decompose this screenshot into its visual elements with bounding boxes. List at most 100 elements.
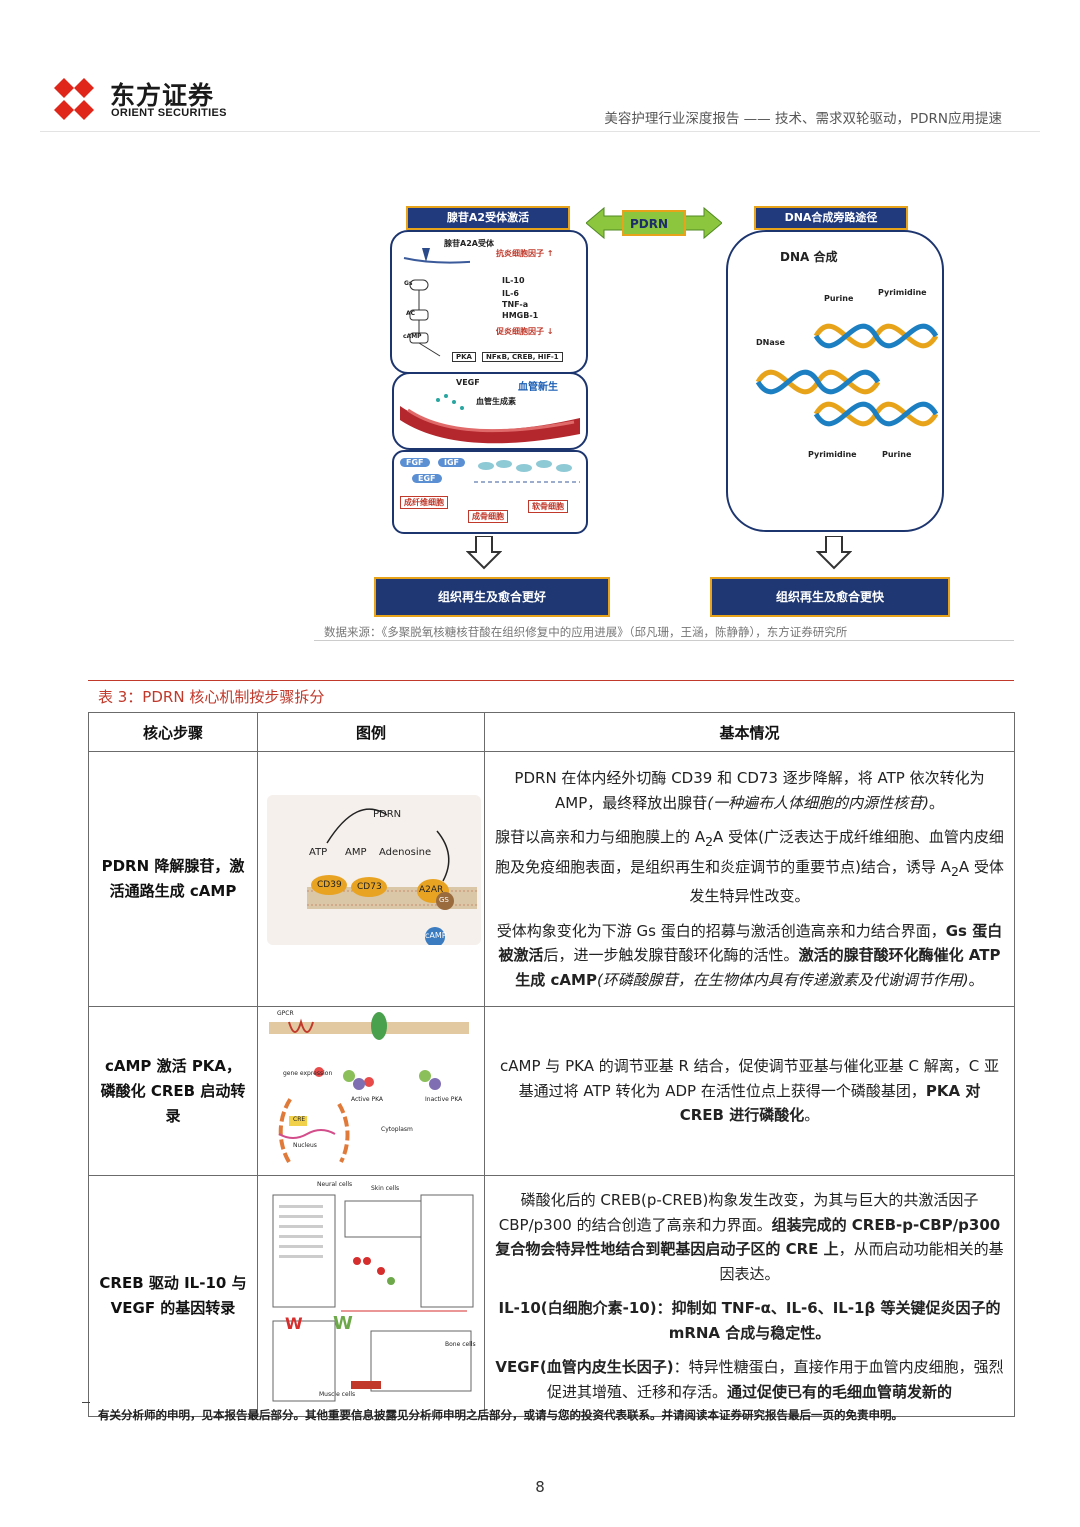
cells-panel: FGF IGF EGF 成纤维细胞 成骨细胞 软骨细胞 xyxy=(392,450,588,534)
dna-label-pyrimidine-top: Pyrimidine xyxy=(878,288,927,297)
illus-active-pka-label: Active PKA xyxy=(351,1096,383,1103)
illus-atp-label: ATP xyxy=(309,847,327,858)
mechanism-table: 核心步骤 图例 基本情况 PDRN 降解腺苷，激活通路生成 cAMP xyxy=(88,712,1015,1417)
row1-paragraph-2: 腺苷以高亲和力与细胞膜上的 A2A 受体(广泛表达于成纤维细胞、血管内皮细胞及免… xyxy=(495,825,1004,909)
vessel-formation-label: 血管生成素 xyxy=(476,396,516,407)
cytokine-tnf: TNF-a xyxy=(502,300,528,309)
header-divider xyxy=(40,131,1040,132)
illus-inactive-pka-label: Inactive PKA xyxy=(425,1096,462,1103)
orient-logo-icon xyxy=(50,76,98,122)
figure-right-title: DNA合成旁路途径 xyxy=(754,206,908,230)
table-caption: 表 3：PDRN 核心机制按步骤拆分 xyxy=(98,686,324,707)
creb-transcription-illustration: W W Neural cells Skin cells Bone cells M… xyxy=(259,1177,483,1415)
pka-creb-illustration: GPCR gene expression Active PKA Inactive… xyxy=(259,1008,483,1174)
header-step: 核心步骤 xyxy=(89,713,258,752)
gs-label: Gs xyxy=(404,280,413,287)
fgf-label: FGF xyxy=(400,458,430,467)
source-divider xyxy=(314,640,1014,641)
illus-cre-label: CRE xyxy=(293,1116,305,1123)
row1-paragraph-1: PDRN 在体内经外切酶 CD39 和 CD73 逐步降解，将 ATP 依次转化… xyxy=(495,766,1004,815)
pdrn-degradation-illustration: PDRN ATP AMP Adenosine CD39 CD73 A2AR GS… xyxy=(259,753,483,1005)
fibroblast-label: 成纤维细胞 xyxy=(400,496,448,509)
dna-helix-icon xyxy=(756,302,938,444)
description-cell: 磷酸化后的 CREB(p-CREB)构象发生改变，为其与巨大的共激活因子 CBP… xyxy=(485,1176,1015,1417)
ac-label: AC xyxy=(406,310,415,317)
camp-label: cAMP xyxy=(403,333,422,340)
illus-cytoplasm-label: Cytoplasm xyxy=(381,1126,413,1133)
illus-skin-cells-label: Skin cells xyxy=(371,1185,399,1192)
illustration-cell: PDRN ATP AMP Adenosine CD39 CD73 A2AR GS… xyxy=(258,752,485,1007)
report-title: 美容护理行业深度报告 —— 技术、需求双轮驱动，PDRN应用提速 xyxy=(604,107,1002,127)
dna-panel: DNA 合成 Purine Pyrimidine DNase Pyrimidin… xyxy=(726,230,944,532)
logo-english-text: ORIENT SECURITIES xyxy=(111,107,227,119)
pdrn-mechanism-figure: 腺苷A2受体激活 PDRN DNA合成旁路途径 腺苷A2A受体 抗炎细胞因子 ↑… xyxy=(380,200,960,620)
igf-label: IGF xyxy=(438,458,465,467)
illus-cd39-label: CD39 xyxy=(317,880,342,890)
down-arrow-left-icon xyxy=(466,536,502,570)
illus-a2ar-label: A2AR xyxy=(419,885,443,895)
result-right-box: 组织再生及愈合更快 xyxy=(710,577,950,617)
row2-paragraph-1: cAMP 与 PKA 的调节亚基 R 结合，促使调节亚基与催化亚基 C 解离，C… xyxy=(495,1054,1004,1128)
table-row: PDRN 降解腺苷，激活通路生成 cAMP PDRN ATP xyxy=(89,752,1015,1007)
footer-dash xyxy=(82,1402,90,1403)
dna-synthesis-title: DNA 合成 xyxy=(780,248,837,265)
cytokine-il6: IL-6 xyxy=(502,289,519,298)
illus-gene-expression-label: gene expression xyxy=(283,1070,332,1077)
company-logo: 东方证券 ORIENT SECURITIES xyxy=(50,74,250,124)
illus-muscle-cells-label: Muscle cells xyxy=(319,1391,355,1398)
illus-cd73-label: CD73 xyxy=(357,882,382,892)
illus-pdrn-label: PDRN xyxy=(373,809,401,820)
illus-amp-label: AMP xyxy=(345,847,367,858)
cytokine-il10: IL-10 xyxy=(502,276,525,285)
dna-label-pyrimidine-bottom: Pyrimidine xyxy=(808,450,857,459)
table-row: CREB 驱动 IL-10 与 VEGF 的基因转录 W W N xyxy=(89,1176,1015,1417)
transcription-factors: NFκB, CREB, HIF-1 xyxy=(482,352,563,362)
vessel-panel: VEGF 血管新生 血管生成素 xyxy=(392,372,588,450)
page-number: 8 xyxy=(0,1478,1080,1496)
figure-pdrn-label: PDRN xyxy=(630,217,668,231)
analyst-disclaimer: 有关分析师的申明，见本报告最后部分。其他重要信息披露见分析师申明之后部分，或请与… xyxy=(98,1407,903,1423)
angiogenesis-label: 血管新生 xyxy=(518,378,558,393)
header-description: 基本情况 xyxy=(485,713,1015,752)
svg-text:W: W xyxy=(285,1314,303,1333)
anti-inflammatory-label: 抗炎细胞因子 ↑ xyxy=(496,248,554,259)
pro-inflammatory-label: 促炎细胞因子 ↓ xyxy=(496,326,554,337)
illus-gs-label: GS xyxy=(439,896,449,904)
illus-nucleus-label: Nucleus xyxy=(293,1142,317,1149)
description-cell: cAMP 与 PKA 的调节亚基 R 结合，促使调节亚基与催化亚基 C 解离，C… xyxy=(485,1007,1015,1176)
header-illustration: 图例 xyxy=(258,713,485,752)
illus-adenosine-label: Adenosine xyxy=(379,847,431,858)
down-arrow-right-icon xyxy=(816,536,852,570)
step-cell: cAMP 激活 PKA，磷酸化 CREB 启动转录 xyxy=(89,1007,258,1176)
blood-vessel-icon xyxy=(398,386,582,444)
cell-layer-icon xyxy=(474,456,580,490)
svg-text:W: W xyxy=(333,1313,353,1334)
tissue-signaling-diagram-icon: W W xyxy=(271,1181,475,1409)
signal-pathway-icon xyxy=(400,238,470,368)
pka-label: PKA xyxy=(452,352,476,362)
step-cell: CREB 驱动 IL-10 与 VEGF 的基因转录 xyxy=(89,1176,258,1417)
table-row: cAMP 激活 PKA，磷酸化 CREB 启动转录 GPCR gene expr… xyxy=(89,1007,1015,1176)
chondrocyte-label: 软骨细胞 xyxy=(528,500,568,513)
dna-label-purine-bottom: Purine xyxy=(882,450,911,459)
cytokine-hmgb: HMGB-1 xyxy=(502,311,538,320)
illus-bone-cells-label: Bone cells xyxy=(445,1341,476,1348)
figure-left-title: 腺苷A2受体激活 xyxy=(406,206,570,230)
row3-paragraph-1: 磷酸化后的 CREB(p-CREB)构象发生改变，为其与巨大的共激活因子 CBP… xyxy=(495,1188,1004,1286)
figure-source: 数据来源：《多聚脱氧核糖核苷酸在组织修复中的应用进展》（邱凡珊，王涵，陈静静），… xyxy=(324,624,847,640)
osteoblast-label: 成骨细胞 xyxy=(468,510,508,523)
receptor-panel: 腺苷A2A受体 抗炎细胞因子 ↑ IL-10 IL-6 TNF-a HMGB-1… xyxy=(390,230,588,374)
row1-paragraph-3: 受体构象变化为下游 Gs 蛋白的招募与激活创造高亲和力结合界面，Gs 蛋白被激活… xyxy=(495,919,1004,993)
illus-camp-label: cAMP xyxy=(425,931,447,940)
row3-paragraph-3: VEGF(血管内皮生长因子)：特异性糖蛋白，直接作用于血管内皮细胞，强烈促进其增… xyxy=(495,1355,1004,1404)
row3-paragraph-2: IL-10(白细胞介素-10)：抑制如 TNF-α、IL-6、IL-1β 等关键… xyxy=(495,1296,1004,1345)
caption-divider xyxy=(88,680,1014,681)
egf-label: EGF xyxy=(412,474,442,483)
description-cell: PDRN 在体内经外切酶 CD39 和 CD73 逐步降解，将 ATP 依次转化… xyxy=(485,752,1015,1007)
illustration-cell: W W Neural cells Skin cells Bone cells M… xyxy=(258,1176,485,1417)
result-left-box: 组织再生及愈合更好 xyxy=(374,577,610,617)
illus-gpcr-label: GPCR xyxy=(277,1010,294,1017)
table-header-row: 核心步骤 图例 基本情况 xyxy=(89,713,1015,752)
vegf-label: VEGF xyxy=(456,378,480,387)
illustration-cell: GPCR gene expression Active PKA Inactive… xyxy=(258,1007,485,1176)
